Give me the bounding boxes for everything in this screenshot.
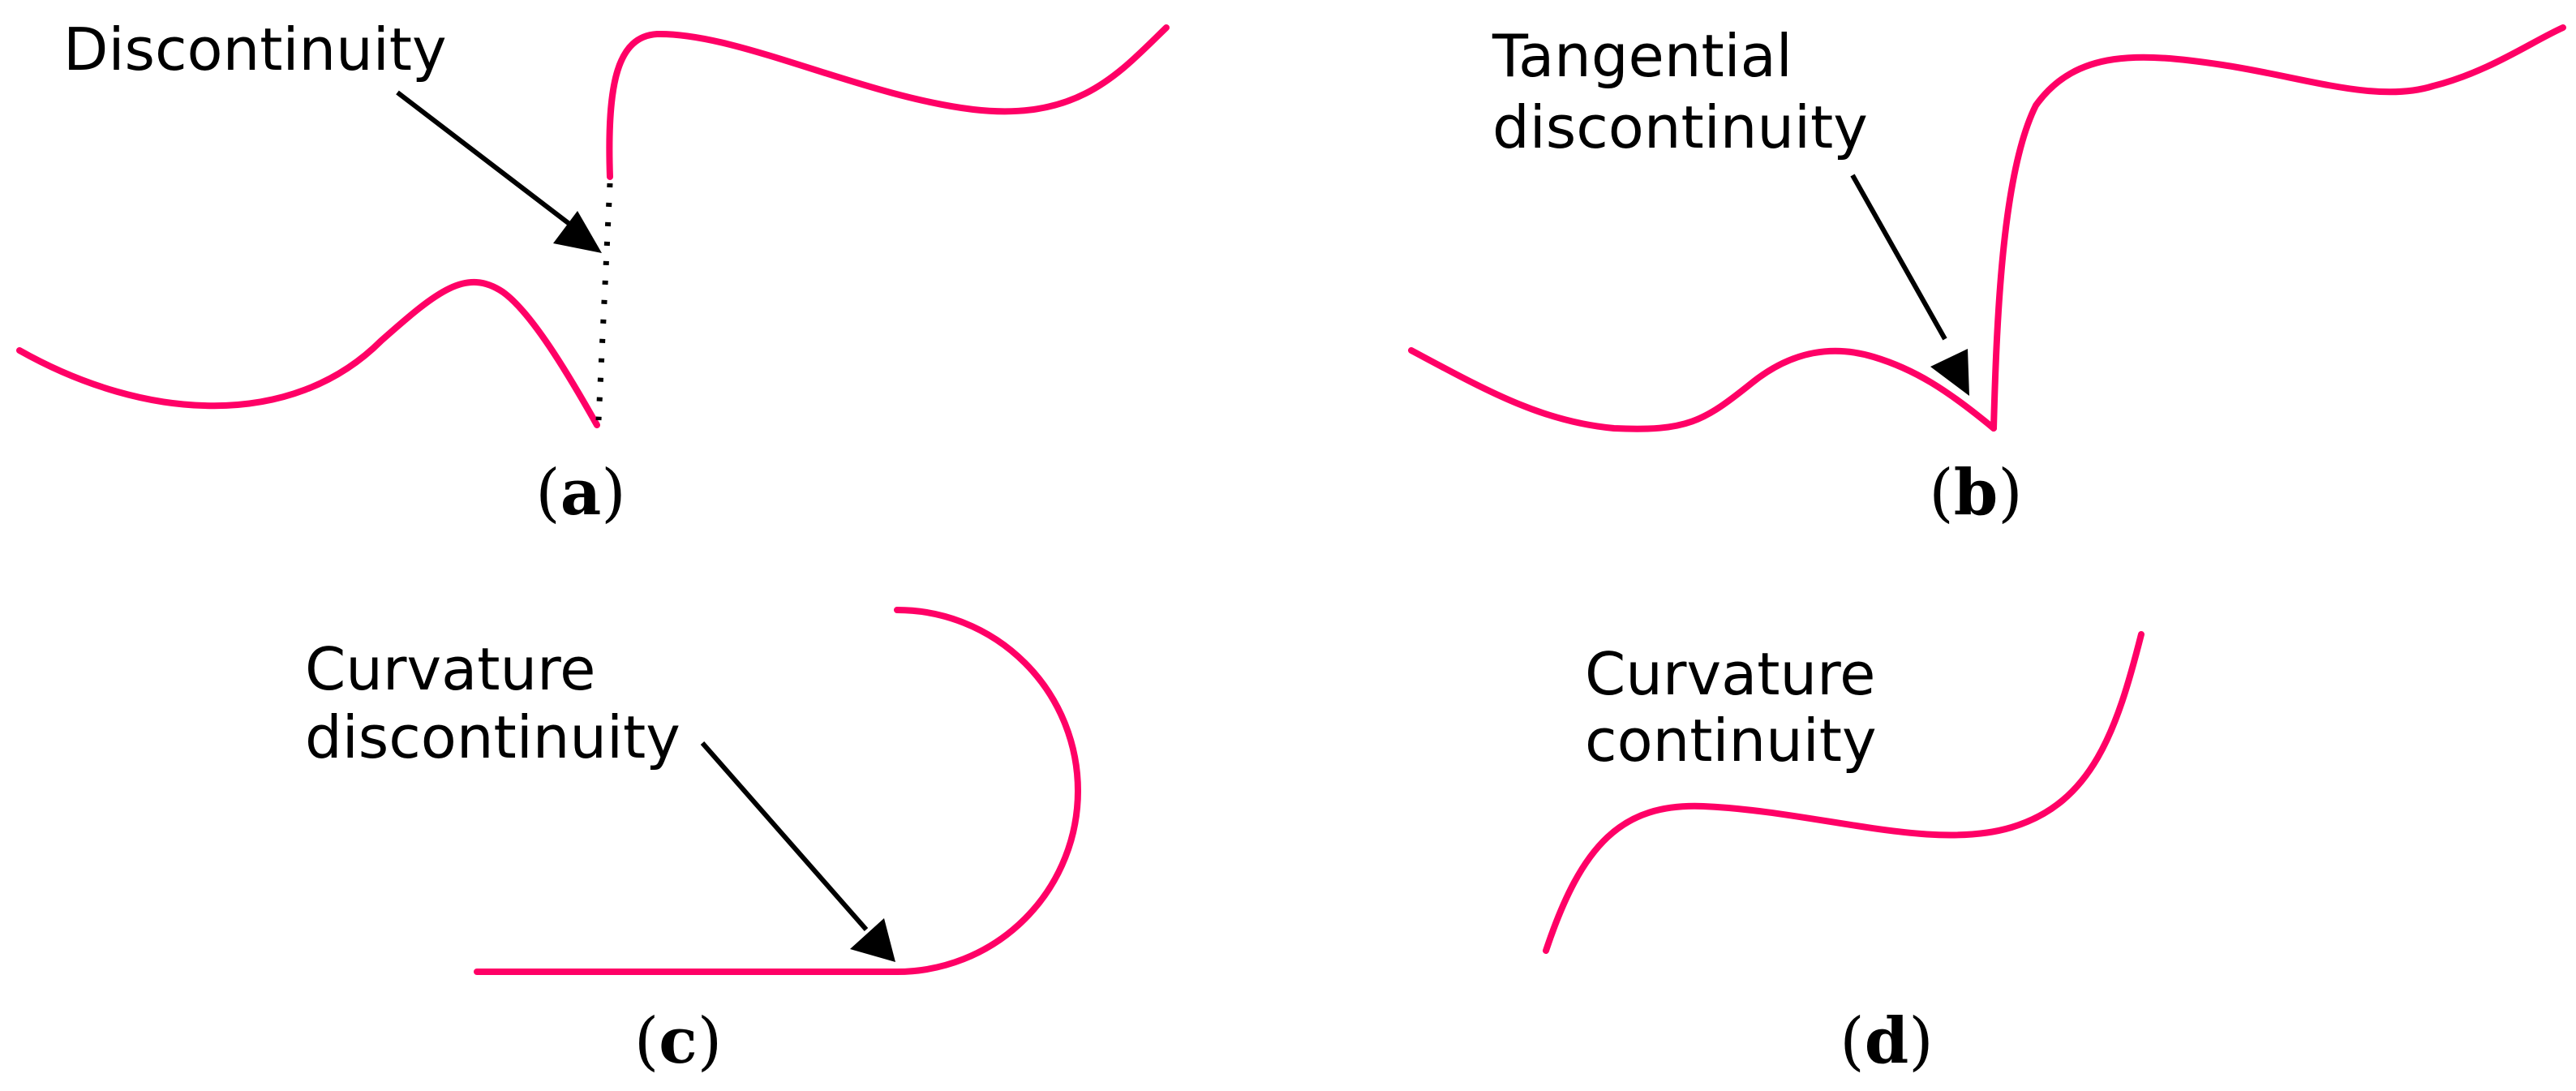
panel-c-arrowhead bbox=[850, 918, 895, 962]
panel-a-caption: (a) bbox=[535, 456, 625, 530]
panel-d-label-line2: continuity bbox=[1585, 707, 1877, 775]
panel-c-arrow-shaft bbox=[700, 741, 869, 931]
panel-b-arrowhead bbox=[1930, 349, 1969, 396]
panel-b-left-curve bbox=[1408, 347, 1997, 432]
panel-b-right-curve bbox=[1990, 24, 2566, 432]
panel-b: Tangential discontinuity (b) bbox=[1408, 22, 2566, 530]
panel-c-caption: (c) bbox=[634, 1004, 722, 1078]
panel-a-left-curve bbox=[16, 278, 600, 428]
panel-c-straight-to-arc-curve bbox=[474, 607, 1081, 975]
panel-b-label-line1: Tangential bbox=[1492, 22, 1792, 90]
panel-a-arrow-shaft bbox=[396, 90, 571, 226]
panel-a-arrowhead bbox=[553, 211, 602, 253]
panel-d: Curvature continuity (d) bbox=[1543, 631, 2145, 1078]
panel-d-label-line1: Curvature bbox=[1585, 640, 1875, 708]
panel-a: Discontinuity (a) bbox=[16, 15, 1170, 530]
panel-a-gap-dotted-line bbox=[595, 183, 613, 421]
panel-b-label-line2: discontinuity bbox=[1492, 93, 1868, 161]
panel-d-caption: (d) bbox=[1840, 1004, 1933, 1078]
panel-b-caption: (b) bbox=[1929, 456, 2022, 530]
panel-a-right-curve bbox=[606, 24, 1170, 180]
panel-a-label: Discontinuity bbox=[63, 15, 447, 84]
panel-b-arrow-shaft bbox=[1850, 174, 1947, 341]
panel-c-label-line2: discontinuity bbox=[305, 703, 680, 771]
panel-c: Curvature discontinuity (c) bbox=[305, 607, 1081, 1078]
panel-c-label-line1: Curvature bbox=[305, 635, 595, 703]
panel-d-smooth-curve bbox=[1543, 631, 2145, 954]
